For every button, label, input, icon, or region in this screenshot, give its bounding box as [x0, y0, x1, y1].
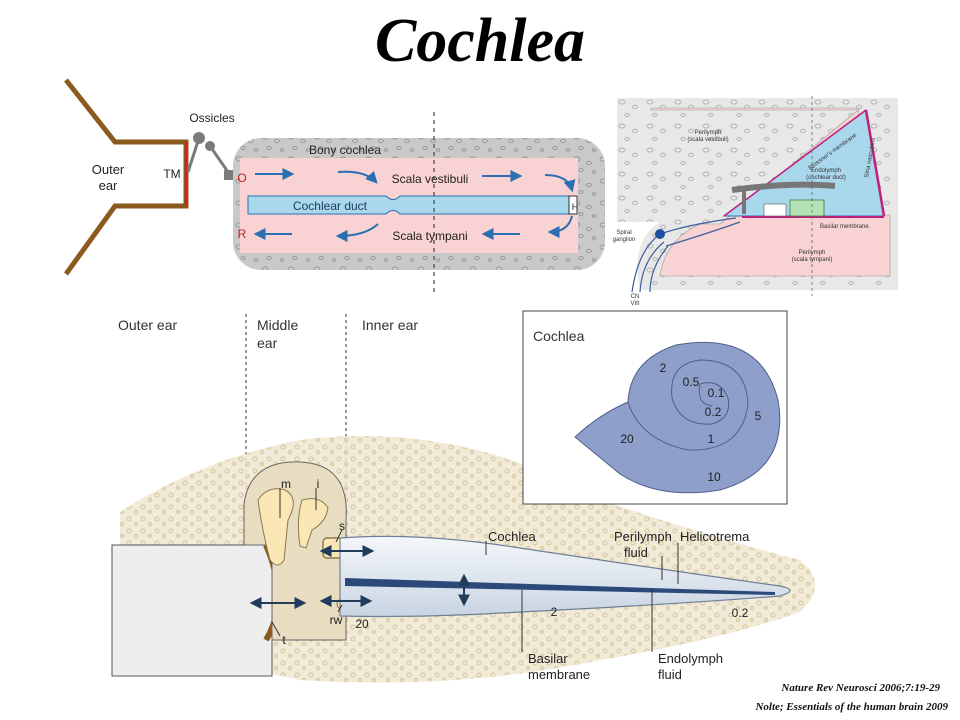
- fluid-flow-arrows: [253, 168, 576, 242]
- slide-title: Cochlea: [374, 7, 586, 75]
- schematic-diagram: Outer ear TM Ossicles Bony cochlea O R H…: [63, 78, 605, 296]
- incus-label: i: [317, 477, 320, 491]
- basilar-membrane-label-line2: membrane: [528, 667, 590, 682]
- spiral-label-20: 20: [620, 432, 634, 446]
- cochlear-cross-section: Perilymph (scala vestibuli) Reissner's m…: [613, 96, 898, 307]
- spiral-ganglion-cell: [655, 229, 665, 239]
- oval-window-label: O: [237, 171, 246, 185]
- uncoiled-cochlea: [339, 535, 791, 618]
- outer-ear-canal: [63, 78, 189, 276]
- ossicles-label: Ossicles: [189, 111, 234, 125]
- lower-leader-lines: [271, 488, 679, 652]
- ossicles-chain: [186, 132, 234, 180]
- spiral-label-0-5: 0.5: [683, 375, 700, 389]
- cn-viii-label-line2: VIII: [630, 301, 639, 307]
- endolymph-fluid-label-line1: Endolymph: [658, 651, 723, 666]
- bony-cochlea-label: Bony cochlea: [309, 143, 381, 157]
- malleus-bone: [257, 488, 294, 566]
- spiral-ganglion-label-line1: Spiral: [616, 230, 631, 236]
- inner-ear-region-label: Inner ear: [362, 317, 418, 333]
- spiral-label-5: 5: [755, 409, 762, 423]
- endolymph-label-line2: (cochlear duct): [806, 175, 846, 181]
- bony-cochlea: [233, 112, 605, 296]
- citation-nature: Nature Rev Neurosci 2006;7:19-29: [781, 682, 940, 694]
- malleus-label: m: [281, 477, 291, 491]
- helicotrema-mark-label: H: [572, 202, 579, 212]
- freq-2-label: 2: [551, 605, 558, 619]
- spiral-inset-title: Cochlea: [533, 328, 585, 344]
- ear-region-labels: Outer ear Middle ear Inner ear: [118, 314, 418, 556]
- tympanic-membrane-t-label: t: [282, 633, 286, 647]
- cn-viii-label-line1: CN: [631, 294, 640, 300]
- perilymph-vestibuli-label-line2: (scala vestibuli): [687, 137, 728, 143]
- stapes-label: s: [339, 519, 345, 533]
- basilar-membrane-small-label: Basilar membrane: [820, 224, 869, 230]
- perilymph-tympani-label-line1: Perilymph: [799, 250, 826, 256]
- spiral-ganglion-label-line2: ganglion: [613, 237, 636, 243]
- perilymph-tympani-label-line2: (scala tympani): [792, 257, 833, 263]
- tympanic-membrane-label: TM: [163, 167, 180, 181]
- basilar-membrane-band: [345, 578, 775, 595]
- scala-tympani-label: Scala tympani: [392, 229, 467, 243]
- cochlea-lower-label: Cochlea: [488, 529, 536, 544]
- middle-ear-region-label-line2: ear: [257, 335, 278, 351]
- scala-vestibuli-label: Scala vestibuli: [392, 172, 469, 186]
- nerve-fibers: [631, 217, 741, 293]
- spiral-label-0-1: 0.1: [708, 386, 725, 400]
- spiral-label-0-2: 0.2: [705, 405, 722, 419]
- citation-nolte: Nolte; Essentials of the human brain 200…: [755, 701, 948, 713]
- round-window-rw-label: rw: [330, 613, 343, 627]
- basilar-membrane-label-line1: Basilar: [528, 651, 568, 666]
- perilymph-fluid-label-line2: fluid: [624, 545, 648, 560]
- perilymph-fluid-label-line1: Perilymph: [614, 529, 672, 544]
- spiral-label-10: 10: [707, 470, 721, 484]
- freq-20-label: 20: [355, 617, 369, 631]
- outer-ear-region-label: Outer ear: [118, 317, 177, 333]
- external-ear-canal: [111, 543, 281, 677]
- outer-ear-label-line2: ear: [99, 178, 118, 193]
- helicotrema-label: Helicotrema: [680, 529, 750, 544]
- vibration-arrows: [249, 545, 470, 609]
- spiral-label-2: 2: [660, 361, 667, 375]
- freq-0-2-label: 0.2: [732, 606, 749, 620]
- middle-ear-region-label-line1: Middle: [257, 317, 298, 333]
- endolymph-label-line1: Endolymph: [811, 168, 841, 174]
- incus-bone: [297, 498, 329, 549]
- outer-ear-label-line1: Outer: [92, 162, 125, 177]
- perilymph-vestibuli-label-line1: Perilymph: [695, 130, 722, 136]
- cochlea-spiral-inset: [522, 310, 788, 505]
- spiral-label-1: 1: [708, 432, 715, 446]
- cochlear-duct-label: Cochlear duct: [293, 199, 368, 213]
- round-window-label: R: [238, 227, 247, 241]
- endolymph-fluid-label-line2: fluid: [658, 667, 682, 682]
- organ-of-corti: [731, 181, 836, 217]
